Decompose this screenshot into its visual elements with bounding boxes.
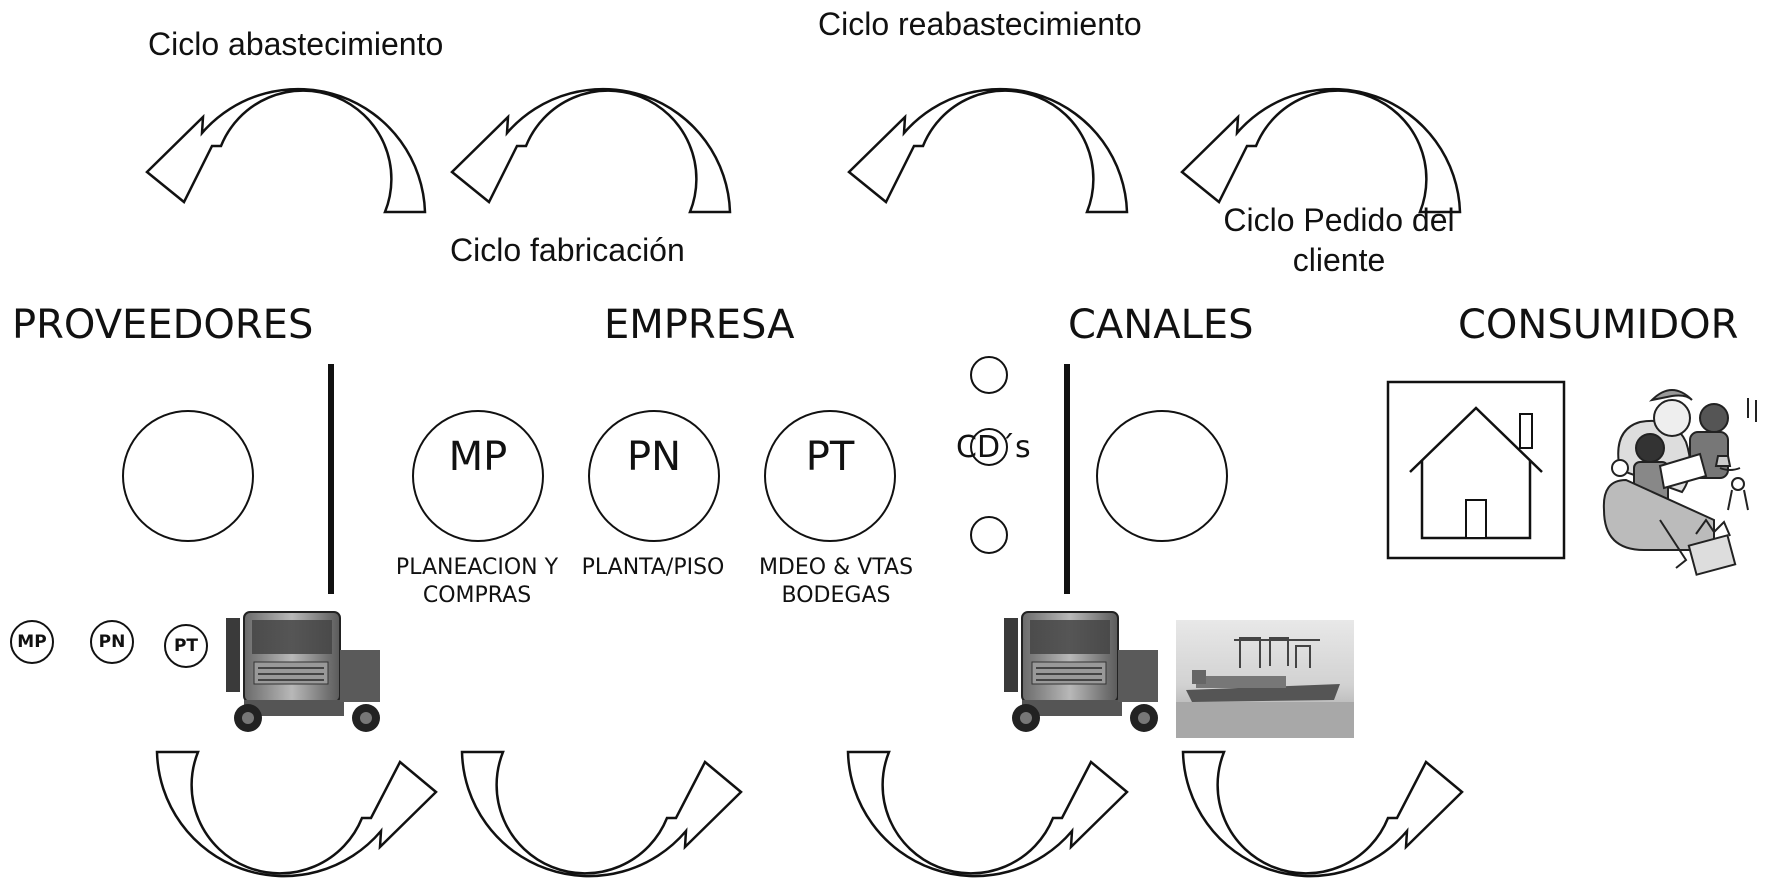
family-reading-icon	[1602, 389, 1757, 576]
arrow-pedido-cliente	[1180, 87, 1462, 214]
stage-pt-circle: PT	[764, 410, 896, 542]
cycle-pedido-line2: cliente	[1292, 242, 1386, 278]
arrow-abastecimiento-1	[145, 87, 427, 214]
section-canales: CANALES	[1068, 302, 1254, 348]
cd-circle-3	[970, 516, 1008, 554]
stage-pn-code: PN	[626, 434, 682, 480]
divider-empresa-canales	[1064, 364, 1070, 594]
stage-mp-code: MP	[448, 434, 508, 480]
proveedores-circle	[122, 410, 254, 542]
cycle-pedido-cliente-label: Ciclo Pedido del cliente	[1208, 200, 1470, 280]
stage-pn-desc-line1: PLANTA/PISO	[581, 555, 725, 580]
cycle-pedido-line1: Ciclo Pedido del	[1223, 202, 1455, 238]
stage-mp-desc-line2: COMPRAS	[422, 583, 532, 608]
stage-pn-circle: PN	[588, 410, 720, 542]
stage-mp-desc-line1: PLANEACION Y	[395, 555, 559, 580]
section-consumidor: CONSUMIDOR	[1458, 302, 1739, 348]
truck-icon	[1004, 611, 1158, 732]
stage-pn-desc: PLANTA/PISO	[560, 554, 746, 582]
arrow-reabastecimiento	[847, 87, 1129, 214]
cycle-abastecimiento-label: Ciclo abastecimiento	[148, 26, 444, 62]
cargo-ship-icon	[1176, 620, 1354, 738]
stage-pt-desc: MDEO & VTAS BODEGAS	[744, 554, 928, 610]
cd-circle-2	[970, 428, 1008, 466]
canales-circle	[1096, 410, 1228, 542]
stage-pt-desc-line2: BODEGAS	[781, 583, 891, 608]
truck-icon	[226, 611, 380, 732]
cds-label: CD´s	[956, 430, 1031, 465]
arrow-bottom-1	[155, 750, 438, 878]
section-proveedores: PROVEEDORES	[12, 302, 314, 348]
cd-circle-1	[970, 356, 1008, 394]
arrow-bottom-4	[1181, 750, 1464, 878]
house-icon	[1386, 380, 1566, 560]
arrow-bottom-3	[846, 750, 1129, 878]
section-empresa: EMPRESA	[604, 302, 795, 348]
mini-circle-pt: PT	[164, 624, 208, 668]
mini-circle-pn: PN	[90, 620, 134, 664]
cycle-reabastecimiento-label: Ciclo reabastecimiento	[818, 6, 1142, 42]
stage-mp-circle: MP	[412, 410, 544, 542]
mini-circle-mp: MP	[10, 620, 54, 664]
cycle-fabricacion-label: Ciclo fabricación	[450, 232, 685, 268]
stage-pt-desc-line1: MDEO & VTAS	[758, 555, 914, 580]
divider-proveedores-empresa	[328, 364, 334, 594]
arrow-fabricacion	[450, 87, 732, 214]
arrow-bottom-2	[460, 750, 743, 878]
stage-pt-code: PT	[805, 434, 855, 480]
stage-mp-desc: PLANEACION Y COMPRAS	[372, 554, 582, 610]
